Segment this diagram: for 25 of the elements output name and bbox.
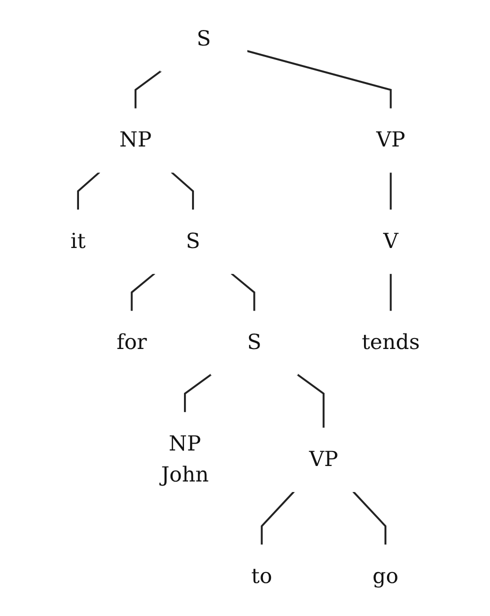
connector bbox=[130, 272, 156, 312]
connector bbox=[76, 172, 100, 210]
connector bbox=[246, 50, 392, 109]
node-text: NP John bbox=[160, 432, 209, 488]
node-text: VP bbox=[376, 128, 406, 152]
node-text: tends bbox=[362, 331, 420, 355]
connector bbox=[230, 272, 256, 312]
node-text: VP bbox=[308, 448, 338, 472]
connector bbox=[184, 374, 212, 413]
connector bbox=[296, 374, 324, 428]
node-text: for bbox=[116, 331, 147, 355]
node-text: NP bbox=[119, 128, 152, 152]
node-text: it bbox=[70, 230, 86, 254]
connector bbox=[260, 490, 295, 546]
node-text: go bbox=[372, 564, 398, 589]
connector bbox=[352, 490, 386, 546]
node-text: to bbox=[251, 564, 272, 589]
connector bbox=[134, 70, 162, 109]
node-text: S bbox=[196, 27, 211, 52]
node-text: S bbox=[186, 230, 200, 254]
node-text: V bbox=[383, 230, 398, 254]
connector bbox=[390, 273, 392, 312]
connector bbox=[170, 172, 194, 210]
node-text: S bbox=[246, 331, 262, 355]
connector bbox=[390, 172, 392, 210]
